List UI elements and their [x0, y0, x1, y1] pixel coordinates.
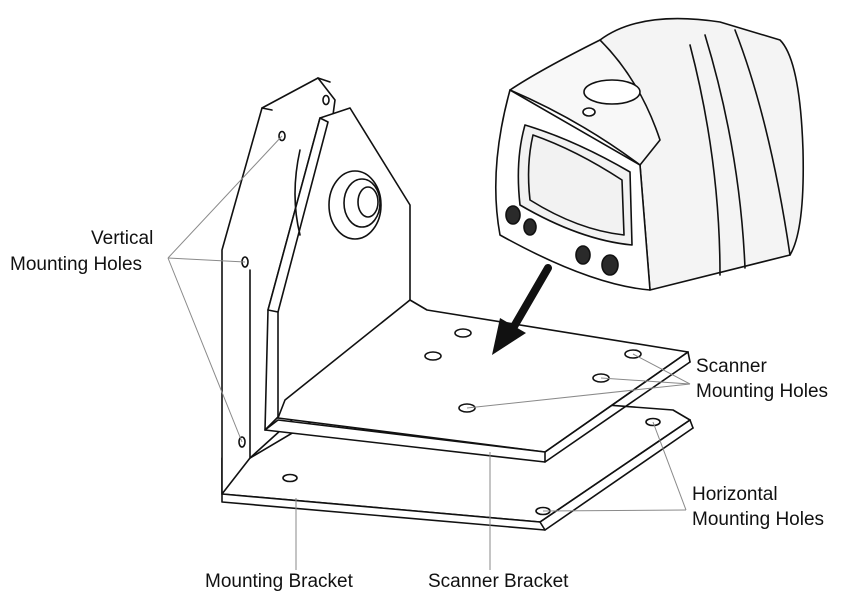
horizontal-holes-label-line2: Mounting Holes: [692, 509, 825, 530]
mounting-bracket-label: Mounting Bracket: [205, 571, 353, 592]
scanner-holes-leaders: [466, 353, 691, 409]
horizontal-holes-label-line1: Horizontal: [692, 484, 778, 505]
scanner-body-top: [509, 39, 661, 166]
scanner-window: [517, 124, 633, 246]
horizontal-holes-leaders: [542, 421, 687, 512]
vertical-holes-leaders: [167, 135, 283, 443]
scanner-bracket: [264, 107, 691, 463]
scanner-device: [494, 17, 805, 291]
vertical-holes-label-line2: Mounting Holes: [10, 254, 143, 275]
scanner-bracket-label: Scanner Bracket: [428, 571, 569, 592]
pivot-knob: [294, 149, 382, 240]
scanner-holes-label-line1: Scanner: [696, 356, 767, 377]
assembly-arrow-icon: [492, 264, 552, 355]
vertical-holes-label-line1: Vertical: [91, 228, 154, 249]
scanner-holes-label-line2: Mounting Holes: [696, 381, 829, 402]
scanner-buttons: [505, 205, 619, 276]
